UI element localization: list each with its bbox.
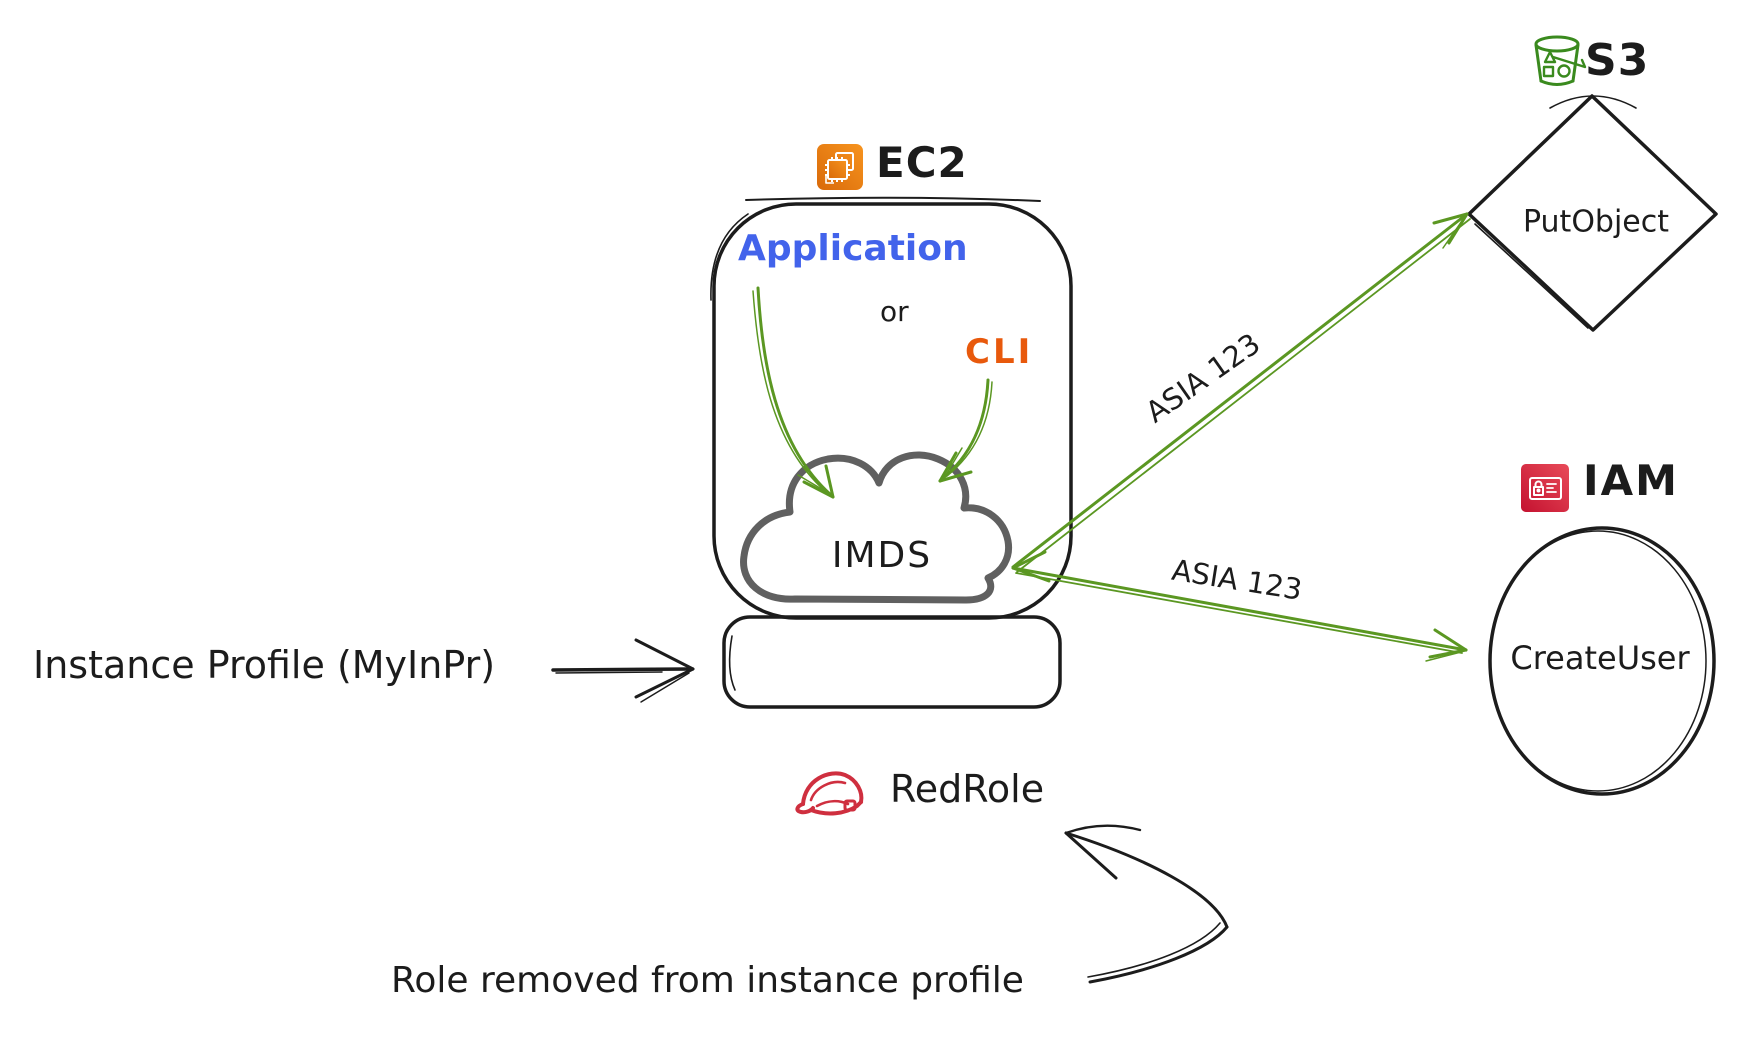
imds-to-createuser-arrow [1011, 550, 1468, 662]
imds-to-putobject-arrow [1011, 212, 1471, 573]
role-removed-arrow [1064, 824, 1229, 984]
riding-helmet-icon [795, 771, 864, 816]
imds-cloud [740, 451, 1013, 604]
cli-to-imds-arrow [938, 378, 993, 483]
putobject-diamond [1467, 94, 1718, 332]
ec2-label: EC2 [876, 138, 968, 187]
instance-profile-label: Instance Profile (MyInPr) [33, 643, 496, 687]
cli-label: CLI [965, 332, 1034, 372]
instance-profile-box [722, 615, 1062, 709]
putobject-label: PutObject [1522, 204, 1670, 240]
instance-profile-arrow [551, 638, 695, 703]
createuser-label: CreateUser [1510, 639, 1690, 678]
iam-card-icon [1521, 464, 1569, 512]
application-label: Application [738, 228, 968, 269]
or-label: or [880, 295, 909, 328]
s3-label: S3 [1585, 35, 1650, 86]
ec2-chip-icon [817, 144, 863, 190]
application-to-imds-arrow [752, 286, 835, 499]
imds-label: IMDS [831, 535, 933, 577]
iam-label: IAM [1583, 456, 1679, 505]
redrole-label: RedRole [890, 767, 1045, 811]
s3-bucket-icon [1534, 35, 1587, 86]
createuser-ellipse [1488, 526, 1716, 796]
role-removed-note: Role removed from instance profile [391, 960, 1024, 1001]
